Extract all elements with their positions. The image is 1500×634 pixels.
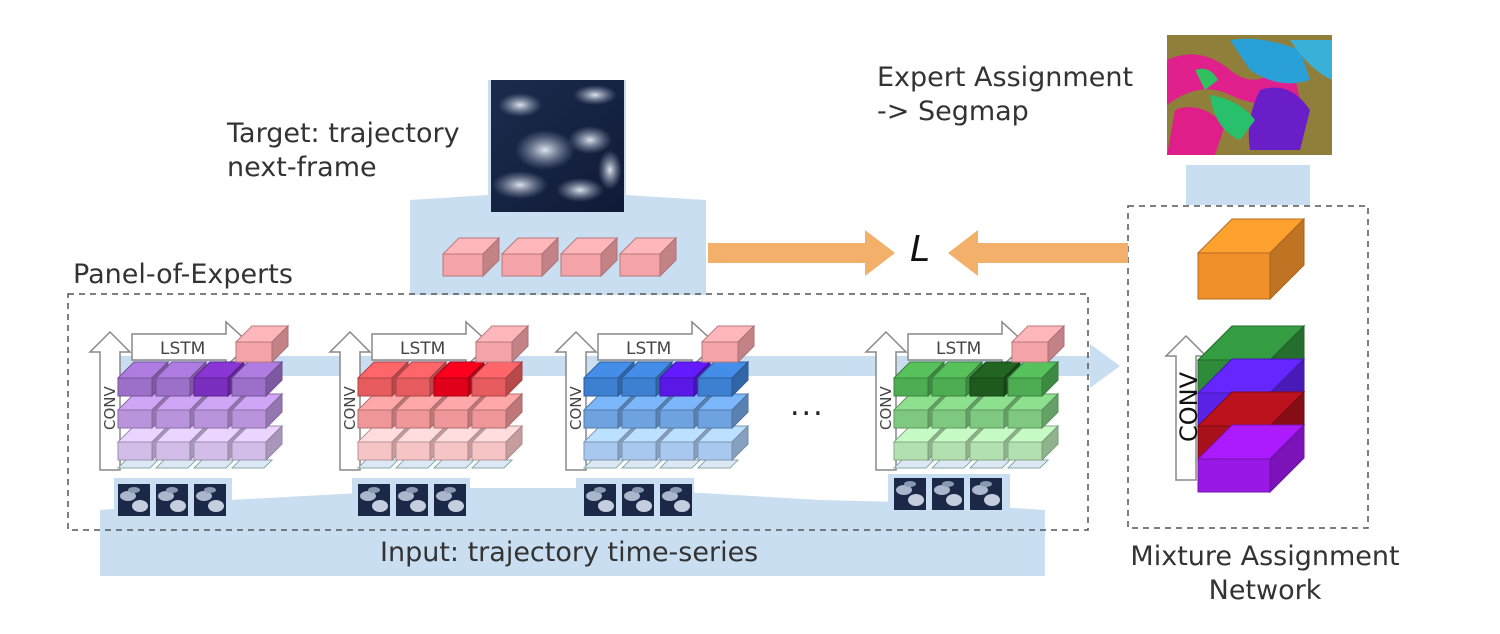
expert-cell [470,360,524,398]
panel-of-experts-box [67,293,1089,531]
mixture-layer [1196,423,1306,494]
loss-symbol: L [910,229,931,270]
green-expert: CONV LSTM [864,320,1066,510]
expert-output-block [700,324,756,364]
blue-expert: CONV LSTM [554,320,756,516]
base-plate [892,459,936,469]
expert-cell [230,360,284,398]
input-thumbnail [156,484,188,516]
mixture-network-label: Mixture Assignment Network [1130,541,1400,606]
conv-label: CONV [877,385,895,430]
segmap-image [1167,35,1332,155]
input-thumbnail [194,484,226,516]
target-block-row [441,236,678,278]
expert-cell [696,424,750,462]
expert-cell [1006,392,1060,430]
purple-expert: CONV LSTM [88,320,290,516]
expert-cell [230,392,284,430]
conv-arrow: CONV [864,330,908,471]
expert-output-block [474,324,530,364]
expert-cell [394,424,448,462]
more-experts-ellipsis: ... [790,388,825,423]
input-thumbnail [358,484,390,516]
lstm-label: LSTM [936,339,981,359]
lstm-arrow: LSTM [371,320,492,368]
mixture-network-box [1127,205,1369,529]
input-thumbnail [434,484,466,516]
expert-cell [696,392,750,430]
input-thumbnail [932,478,964,510]
conv-arrow: CONV [328,330,372,471]
target-block [618,236,678,278]
base-plate [696,459,740,469]
target-block [500,236,560,278]
base-plate [582,459,626,469]
target-label: Target: trajectory next-frame [227,118,460,183]
base-plate [356,459,400,469]
input-thumbnail [894,478,926,510]
expert-cell [470,392,524,430]
conv-label: CONV [341,385,359,430]
loss-arrow-left [708,230,895,276]
base-plate [432,459,476,469]
base-plate [116,459,160,469]
lstm-arrow: LSTM [907,320,1028,368]
expert-cell [1006,360,1060,398]
expert-output-block [234,324,290,364]
conv-label: CONV [567,385,585,430]
lstm-arrow: LSTM [131,320,252,368]
target-block [441,236,501,278]
target-block [559,236,619,278]
conv-label: CONV [101,385,119,430]
expert-cell [470,424,524,462]
mixture-network-group: CONV [1164,217,1306,494]
lstm-arrow: LSTM [597,320,718,368]
lstm-label: LSTM [160,339,205,359]
input-thumbnail [622,484,654,516]
base-plate [620,459,664,469]
red-expert: CONV LSTM [328,320,530,516]
input-thumbnail [660,484,692,516]
base-plate [470,459,514,469]
base-plate [394,459,438,469]
mixture-output-block [1196,217,1306,301]
input-thumbnail [584,484,616,516]
input-thumbnail [396,484,428,516]
expert-cell [696,360,750,398]
loss-arrow-right [948,230,1128,276]
base-plate [154,459,198,469]
base-plate [930,459,974,469]
expert-cell [1006,424,1060,462]
lstm-label: LSTM [400,339,445,359]
base-plate [230,459,274,469]
experts-group: CONV LSTM CONV LSTM CONV LSTM CONV LSTM [88,320,1066,516]
expert-output-block [1010,324,1066,364]
input-label: Input: trajectory time-series [380,537,759,568]
base-plate [658,459,702,469]
segmap-panel [1186,165,1310,205]
target-cloud-image [491,80,624,212]
input-thumbnail [970,478,1002,510]
lstm-label: LSTM [626,339,671,359]
base-plate [192,459,236,469]
input-thumbnail [118,484,150,516]
base-plate [1006,459,1050,469]
base-plate [968,459,1012,469]
expert-cell [230,424,284,462]
panel-of-experts-label: Panel-of-Experts [73,259,293,290]
assignment-label: Expert Assignment -> Segmap [877,62,1134,127]
